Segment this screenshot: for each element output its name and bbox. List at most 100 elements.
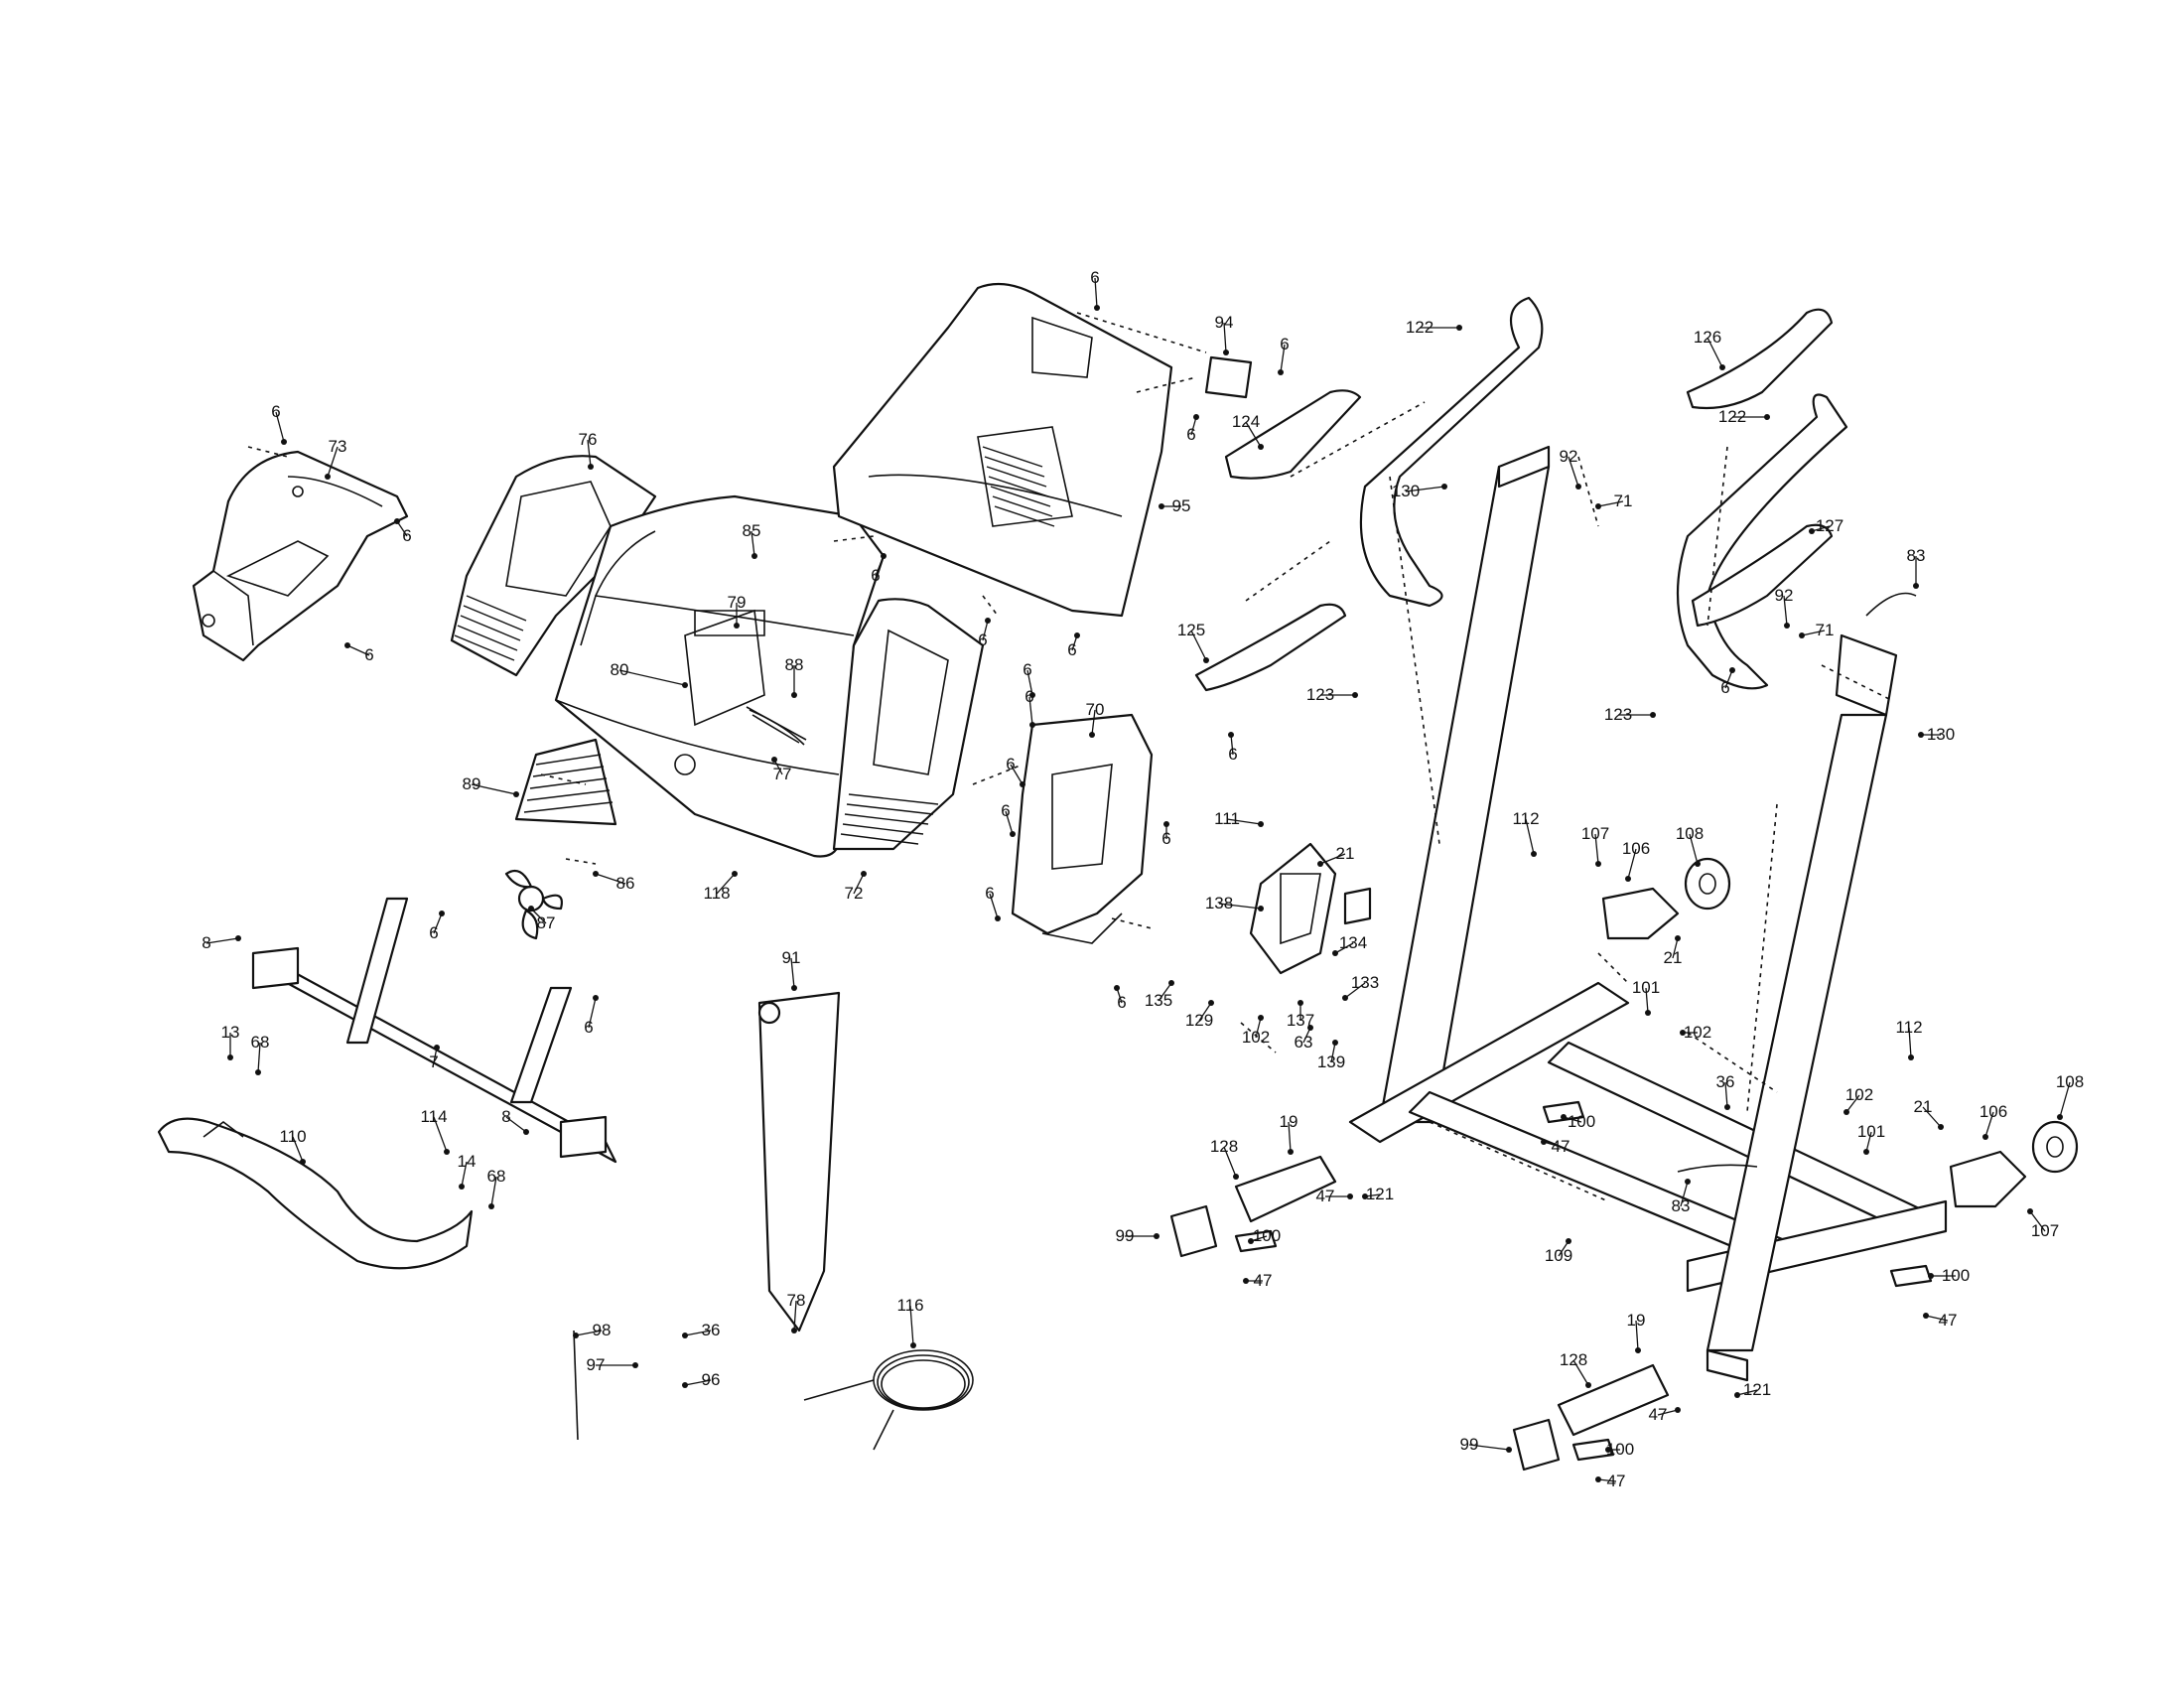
part-number-label: 94 [1215,313,1234,332]
leader-line [1255,1017,1262,1039]
fastener-marker [1625,876,1631,882]
part-number-label: 122 [1406,318,1433,337]
part-100-pad-3 [1889,1264,1933,1288]
fastener-marker [444,1149,450,1155]
part-70-bracket [1011,713,1154,944]
part-number-label: 128 [1210,1137,1238,1156]
fastener-marker [1635,1347,1641,1353]
part-108-wheel-left [1684,857,1731,911]
part-76-side-cover [450,455,657,677]
part-number-label: 111 [1214,809,1240,828]
part-number-label: 100 [1606,1440,1634,1459]
leader-line [1801,630,1826,636]
fastener-marker [1719,364,1725,370]
leader-line [1158,982,1172,1002]
leader-line [1091,709,1096,736]
part-number-label: 112 [1895,1018,1922,1037]
leader-line [1657,1409,1679,1416]
leader-line [1405,486,1445,492]
part-number-label: 138 [1205,894,1233,912]
leader-line [1330,1042,1336,1063]
fastener-marker [632,1362,638,1368]
part-number-label: 112 [1512,809,1539,828]
leader-line [1226,818,1262,825]
part-number-label: 6 [402,526,411,545]
fastener-marker [1352,692,1358,698]
fastener-marker [1193,414,1199,420]
fastener-marker [1784,623,1790,629]
part-number-label: 114 [420,1107,447,1126]
part-number-label: 47 [1649,1405,1668,1424]
part-number-label: 106 [1622,839,1650,858]
leader-line [1672,937,1679,959]
fastener-marker [1675,1407,1681,1413]
fastener-marker [1982,1134,1988,1140]
part-100-pad-2 [1542,1100,1585,1124]
part-number-label: 101 [1857,1122,1885,1141]
leader-line [1908,1027,1912,1058]
fastener-marker [1680,1030,1686,1036]
part-number-label: 139 [1317,1052,1345,1071]
part-128-foot-housing-left [1234,1155,1337,1223]
part-number-label: 87 [537,913,556,932]
leader-line [1468,1444,1510,1451]
leader-line [275,411,285,443]
leader-line [1568,456,1579,488]
part-number-label: 6 [1024,687,1033,706]
part-number-label: 108 [2056,1072,2084,1091]
leader-line [1190,630,1207,661]
part-number-label: 6 [1186,425,1195,444]
part-number-label: 6 [1023,660,1031,679]
part-number-label: 107 [1581,824,1609,843]
leader-line [684,1379,712,1386]
part-number-label: 47 [1939,1311,1958,1330]
part-number-label: 47 [1254,1271,1273,1290]
part-number-label: 83 [1672,1196,1691,1215]
leader-line [793,1300,797,1332]
leader-line [1223,322,1227,353]
part-106-bracket-left [1601,887,1680,940]
leader-line [1334,942,1354,954]
fastener-marker [1159,503,1164,509]
part-number-label: 91 [782,948,801,967]
leader-line [1627,848,1637,880]
leader-line [1724,1081,1728,1108]
fastener-marker [1233,1174,1239,1180]
fastener-marker [1595,503,1601,509]
part-number-label: 137 [1287,1011,1314,1030]
fastener-marker [1278,369,1284,375]
fastener-marker [1799,632,1805,638]
part-number-label: 95 [1172,496,1191,515]
leader-line [346,644,370,656]
fastener-marker [1163,821,1169,827]
leader-line [1984,1111,1994,1138]
leader-line [1190,416,1197,436]
part-number-label: 6 [1228,745,1237,764]
part-number-label: 63 [1295,1033,1313,1052]
part-number-label: 6 [584,1018,593,1037]
part-number-label: 92 [1775,586,1794,605]
part-number-label: 6 [871,566,880,585]
fastener-marker [1332,1040,1338,1046]
fastener-marker [1595,1476,1601,1482]
leader-line [1922,1106,1942,1128]
fastener-marker [1342,995,1348,1001]
leader-line [751,530,755,557]
leader-line [396,520,408,537]
part-number-label: 68 [487,1167,506,1186]
part-number-label: 128 [1560,1350,1587,1369]
part-number-label: 109 [1545,1246,1572,1265]
part-108-wheel-right [2031,1120,2079,1174]
fastener-marker [1029,692,1035,698]
part-number-label: 13 [221,1023,240,1042]
fastener-marker [1347,1193,1353,1199]
leader-line [433,1116,448,1153]
fastener-marker [1585,1382,1591,1388]
fastener-marker [1650,712,1656,718]
part-number-label: 92 [1560,447,1578,466]
part-number-label: 125 [1177,621,1205,639]
leader-line [433,912,443,934]
leader-line [1005,810,1014,835]
